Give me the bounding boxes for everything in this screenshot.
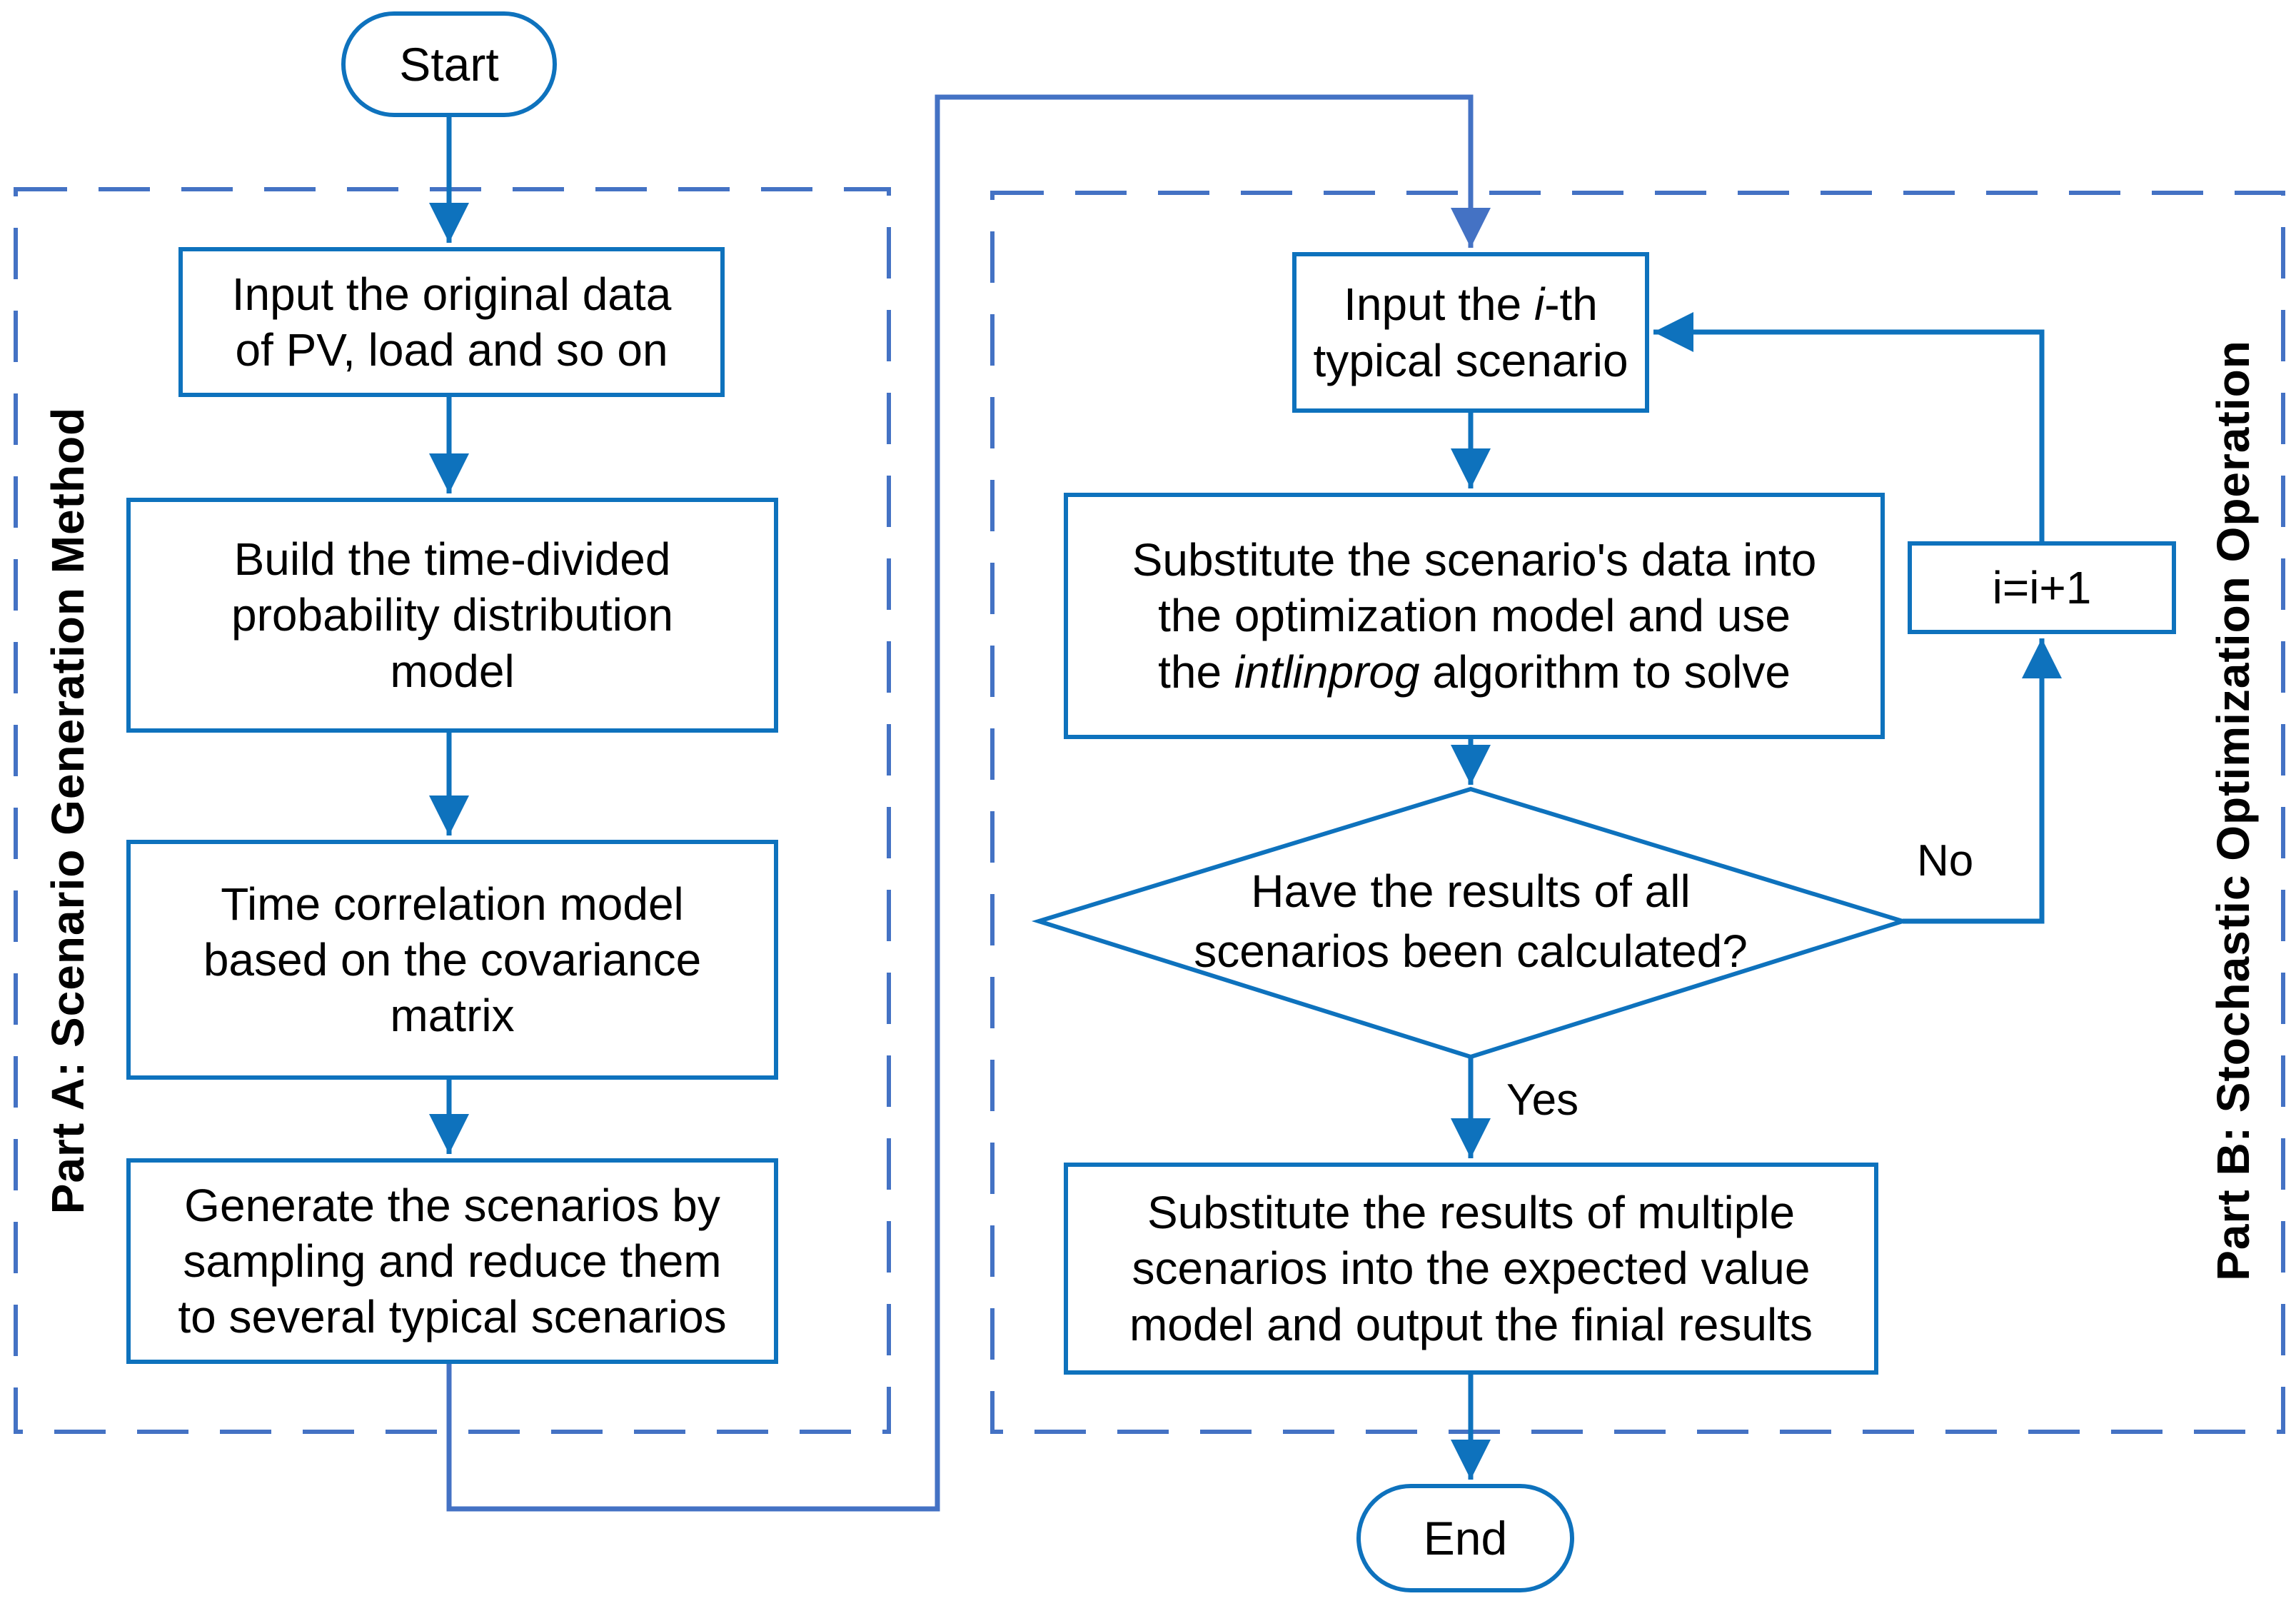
- node-output-final-results: Substitute the results of multiple scena…: [1064, 1163, 1878, 1375]
- decision-diamond-text: Have the results of all scenarios been c…: [1149, 835, 1792, 1007]
- node-a3-line2: based on the covariance: [203, 933, 702, 985]
- node-a2-line1: Build the time-divided: [233, 533, 671, 586]
- edge-label-yes: Yes: [1506, 1075, 1579, 1125]
- edge-label-no: No: [1917, 836, 1974, 885]
- part-a-dashed-frame: [14, 187, 891, 1434]
- end-label: End: [1423, 1511, 1508, 1565]
- node-b2-line3-italic: intlinprog: [1234, 646, 1420, 698]
- decision-line1: Have the results of all: [1251, 865, 1691, 917]
- node-a2-line3: model: [390, 645, 515, 697]
- arrow-counter-to-b1: [1653, 312, 2045, 541]
- node-a1-line2: of PV, load and so on: [235, 324, 668, 376]
- node-a2-line2: probability distribution: [231, 589, 673, 641]
- node-b1-line2: typical scenario: [1313, 334, 1628, 386]
- part-a-label: Part A: Scenario Generation Method: [42, 406, 94, 1215]
- part-b-dashed-frame: [990, 191, 2285, 1434]
- node-b2-line3-pre: the: [1158, 646, 1234, 698]
- node-b2-line1: Substitute the scenario's data into: [1132, 534, 1817, 586]
- node-input-ith-scenario: Input the i-th typical scenario: [1292, 252, 1649, 413]
- node-counter-increment: i=i+1: [1908, 541, 2176, 634]
- arrow-no-to-counter: [1903, 638, 2062, 924]
- node-b3-line2: scenarios into the expected value: [1132, 1243, 1811, 1295]
- counter-label: i=i+1: [1992, 561, 2092, 613]
- node-a1-line1: Input the original data: [231, 268, 672, 320]
- node-generate-scenarios: Generate the scenarios by sampling and r…: [126, 1158, 778, 1364]
- node-b1-line1-italic: i: [1534, 278, 1545, 331]
- node-a3-line1: Time correlation model: [221, 878, 684, 930]
- node-input-original-data: Input the original data of PV, load and …: [178, 247, 725, 397]
- start-terminal: Start: [341, 11, 557, 117]
- node-build-probability-model: Build the time-divided probability distr…: [126, 498, 778, 733]
- node-b1-line1-pre: Input the: [1344, 278, 1534, 331]
- node-a4-line3: to several typical scenarios: [178, 1291, 727, 1343]
- node-b1-line1: Input the i-th: [1344, 276, 1598, 332]
- node-time-correlation-model: Time correlation model based on the cova…: [126, 840, 778, 1080]
- part-b-label: Part B: Stochastic Optimization Operatio…: [2207, 340, 2259, 1281]
- end-terminal: End: [1356, 1484, 1574, 1592]
- node-b3-line1: Substitute the results of multiple: [1147, 1187, 1796, 1239]
- node-a3-line3: matrix: [390, 990, 515, 1042]
- node-a4-line2: sampling and reduce them: [183, 1235, 722, 1287]
- connector-part-a-to-part-b: [446, 94, 1491, 1512]
- node-b2-line3-post: algorithm to solve: [1419, 646, 1791, 698]
- node-substitute-scenario-data: Substitute the scenario's data into the …: [1064, 493, 1885, 739]
- decision-line2: scenarios been calculated?: [1194, 925, 1748, 977]
- decision-diamond-shape: [1031, 786, 1910, 1060]
- node-b1-line1-post: -th: [1544, 278, 1598, 331]
- node-b2-line3: the intlinprog algorithm to solve: [1158, 644, 1791, 700]
- start-label: Start: [399, 37, 499, 91]
- node-b3-line3: model and output the finial results: [1129, 1298, 1813, 1350]
- node-a4-line1: Generate the scenarios by: [184, 1179, 720, 1231]
- node-b2-line2: the optimization model and use: [1158, 590, 1791, 642]
